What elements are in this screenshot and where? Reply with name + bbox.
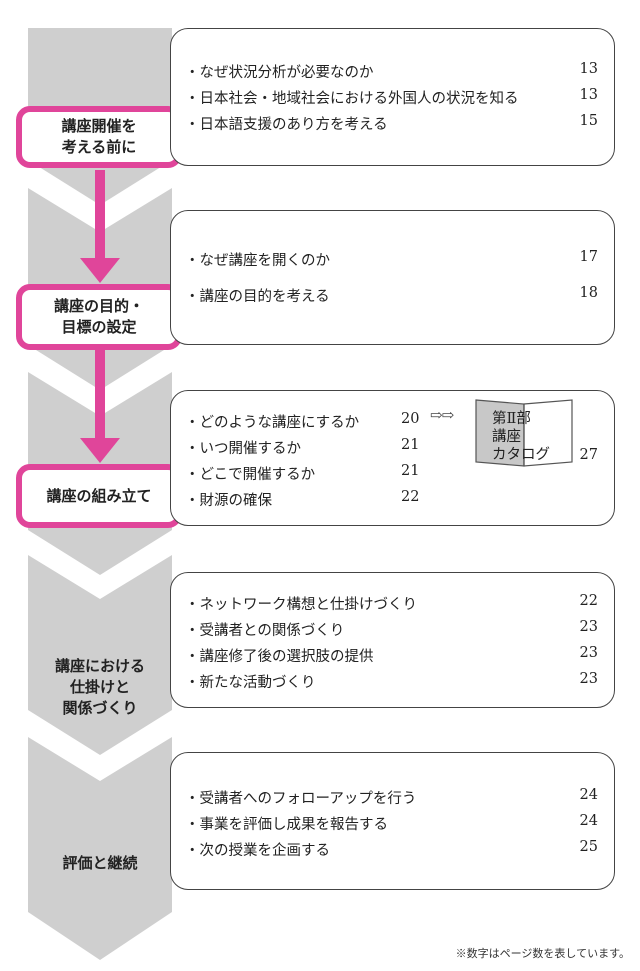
content-box-2: ・なぜ講座を開くのか 17 ・講座の目的を考える 18 <box>170 210 615 345</box>
content-box-4: ・ネットワーク構想と仕掛けづくり 22 ・受講者との関係づくり 23 ・講座修了… <box>170 572 615 708</box>
page-number: 13 <box>579 87 598 103</box>
stage-label-5: 評価と継続 <box>28 853 172 874</box>
stage-3-line-1: 講座の組み立て <box>46 486 152 505</box>
page-number: 24 <box>579 787 598 803</box>
stage-2-line-1: 講座の目的・ <box>53 297 144 315</box>
list-item: ・ネットワーク構想と仕掛けづくり <box>185 597 417 613</box>
list-item: ・財源の確保 <box>185 493 272 509</box>
list-item: ・次の授業を企画する <box>185 843 330 859</box>
list-item: ・日本語支援のあり方を考える <box>185 117 388 133</box>
list-item: ・どのような講座にするか <box>185 415 360 431</box>
list-item: ・受講者へのフォローアップを行う <box>185 791 417 807</box>
chevron-5 <box>28 737 172 960</box>
list-item: ・受講者との関係づくり <box>185 623 345 639</box>
open-book-icon <box>475 399 573 467</box>
double-arrow-icon: ⇨⇨ <box>430 406 454 424</box>
catalog-line-1: 第Ⅱ部 <box>492 411 531 427</box>
list-item: ・事業を評価し成果を報告する <box>185 817 388 833</box>
page-number: 23 <box>579 671 598 687</box>
stage-label-2: 講座の目的・ 目標の設定 <box>16 284 182 350</box>
page-number: 21 <box>401 437 420 453</box>
stage-label-1: 講座開催を 考える前に <box>16 106 182 168</box>
content-box-1: ・なぜ状況分析が必要なのか 13 ・日本社会・地域社会における外国人の状況を知る… <box>170 28 615 166</box>
page-number: 22 <box>579 593 598 609</box>
page-number: 17 <box>579 249 598 265</box>
content-box-5: ・受講者へのフォローアップを行う 24 ・事業を評価し成果を報告する 24 ・次… <box>170 752 615 890</box>
stage-label-3: 講座の組み立て <box>16 464 182 528</box>
page-number: 15 <box>579 113 598 129</box>
page-number: 22 <box>401 489 420 505</box>
catalog-page-number: 27 <box>579 447 598 463</box>
page-number: 21 <box>401 463 420 479</box>
page-number: 23 <box>579 619 598 635</box>
stage-1-line-1: 講座開催を <box>61 117 137 135</box>
page-number: 20 <box>401 411 420 427</box>
list-item: ・なぜ講座を開くのか <box>185 253 330 269</box>
list-item: ・日本社会・地域社会における外国人の状況を知る <box>185 91 519 107</box>
pink-connectors <box>80 170 120 463</box>
stage-1-line-2: 考える前に <box>61 138 137 156</box>
page-number: 24 <box>579 813 598 829</box>
stage-4-line-1: 講座における <box>54 657 145 675</box>
stage-4-line-2: 仕掛けと <box>69 678 130 696</box>
chevron-4 <box>28 555 172 755</box>
list-item: ・講座の目的を考える <box>185 289 330 305</box>
stage-4-line-3: 関係づくり <box>62 699 138 717</box>
list-item: ・新たな活動づくり <box>185 675 316 691</box>
page-number: 23 <box>579 645 598 661</box>
page-number: 13 <box>579 61 598 77</box>
page-number: 18 <box>579 285 598 301</box>
page-number: 25 <box>579 839 598 855</box>
list-item: ・なぜ状況分析が必要なのか <box>185 65 374 81</box>
list-item: ・どこで開催するか <box>185 467 316 483</box>
stage-2-line-2: 目標の設定 <box>61 318 137 336</box>
catalog-line-3: カタログ <box>492 447 550 463</box>
list-item: ・講座修了後の選択肢の提供 <box>185 649 374 665</box>
footnote: ※数字はページ数を表しています。 <box>455 947 630 960</box>
list-item: ・いつ開催するか <box>185 441 301 457</box>
stage-label-4: 講座における 仕掛けと 関係づくり <box>28 656 172 719</box>
stage-5-line-1: 評価と継続 <box>62 854 138 872</box>
catalog-line-2: 講座 <box>492 429 521 445</box>
